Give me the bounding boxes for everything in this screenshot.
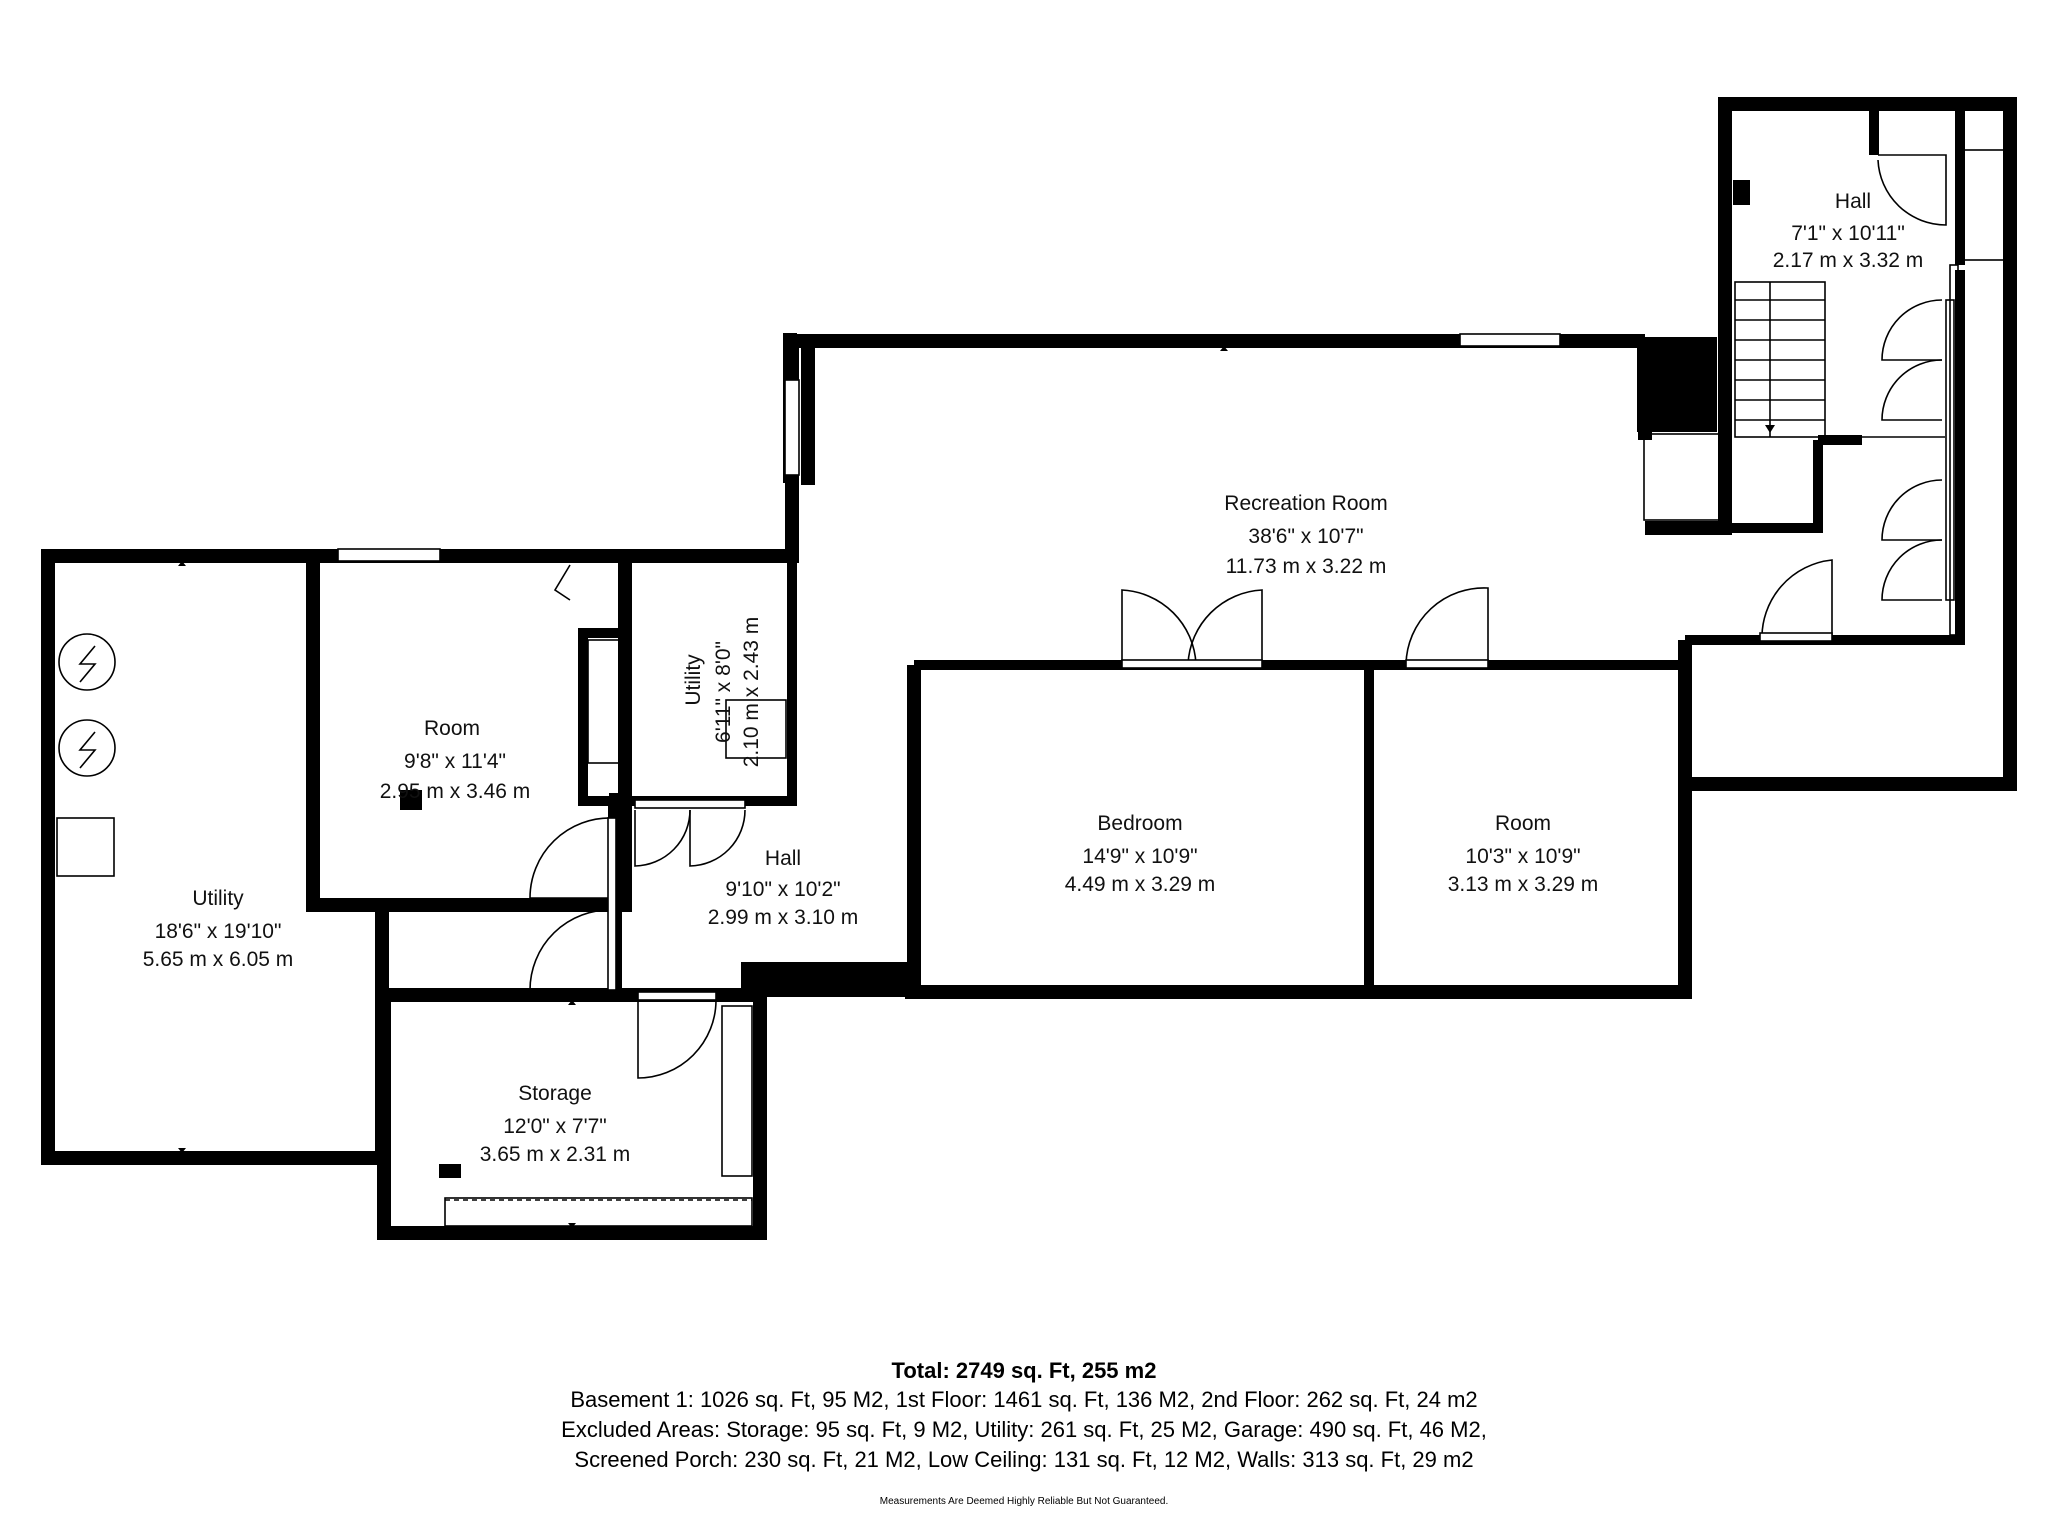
room-metric: 3.13 m x 3.29 m xyxy=(1448,873,1599,896)
room-name: Room xyxy=(424,717,480,740)
room-name: Utility xyxy=(682,654,705,706)
room-name: Recreation Room xyxy=(1224,492,1387,515)
dimension-ticks xyxy=(178,346,1532,1228)
room-metric: 2.99 m x 3.10 m xyxy=(708,906,859,929)
room-metric: 2.10 m x 2.43 m xyxy=(740,617,763,768)
room-label-hall-mid: Hall 9'10" x 10'2" 2.99 m x 3.10 m xyxy=(708,847,859,929)
disclaimer: Measurements Are Deemed Highly Reliable … xyxy=(879,1496,1169,1507)
room-metric: 3.65 m x 2.31 m xyxy=(480,1143,631,1166)
room-name: Utility xyxy=(192,887,244,910)
room-label-utility-large: Utility 18'6" x 19'10" 5.65 m x 6.05 m xyxy=(143,887,294,971)
room-name: Bedroom xyxy=(1097,812,1182,835)
total-area: Total: 2749 sq. Ft, 255 m2 xyxy=(891,1358,1157,1383)
room-imperial: 6'11" x 8'0" xyxy=(712,641,735,743)
room-label-utility-small: Utility 6'11" x 8'0" 2.10 m x 2.43 m xyxy=(682,617,763,768)
room-name: Room xyxy=(1495,812,1551,835)
furnace-icon xyxy=(58,719,116,777)
room-metric: 4.49 m x 3.29 m xyxy=(1065,873,1216,896)
excluded-areas: Excluded Areas: Storage: 95 sq. Ft, 9 M2… xyxy=(561,1417,1487,1442)
doors xyxy=(529,154,1955,1079)
room-name: Storage xyxy=(518,1082,592,1105)
room-name: Hall xyxy=(765,847,801,870)
room-label-storage: Storage 12'0" x 7'7" 3.65 m x 2.31 m xyxy=(480,1082,631,1166)
room-imperial: 14'9" x 10'9" xyxy=(1082,845,1197,868)
room-label-hall-top: Hall 7'1" x 10'11" 2.17 m x 3.32 m xyxy=(1773,190,1924,272)
room-imperial: 38'6" x 10'7" xyxy=(1248,525,1363,548)
room-label-room-right: Room 10'3" x 10'9" 3.13 m x 3.29 m xyxy=(1448,812,1599,896)
room-imperial: 12'0" x 7'7" xyxy=(503,1115,607,1138)
room-name: Hall xyxy=(1835,190,1871,213)
room-imperial: 9'10" x 10'2" xyxy=(725,878,840,901)
room-imperial: 18'6" x 19'10" xyxy=(155,920,282,943)
walls xyxy=(41,97,2017,1240)
room-imperial: 10'3" x 10'9" xyxy=(1465,845,1580,868)
room-metric: 2.17 m x 3.32 m xyxy=(1773,249,1924,272)
floor-areas: Basement 1: 1026 sq. Ft, 95 M2, 1st Floo… xyxy=(570,1387,1478,1412)
fixtures xyxy=(56,149,2005,1227)
room-metric: 11.73 m x 3.22 m xyxy=(1226,555,1387,578)
room-imperial: 7'1" x 10'11" xyxy=(1791,222,1905,245)
room-label-bedroom: Bedroom 14'9" x 10'9" 4.49 m x 3.29 m xyxy=(1065,812,1216,896)
water-heater-icon xyxy=(58,633,116,691)
room-metric: 2.95 m x 3.46 m xyxy=(380,780,531,803)
room-metric: 5.65 m x 6.05 m xyxy=(143,948,294,971)
stairs xyxy=(1734,281,1826,438)
room-label-room-left: Room 9'8" x 11'4" 2.95 m x 3.46 m xyxy=(380,717,531,803)
room-label-recreation: Recreation Room 38'6" x 10'7" 11.73 m x … xyxy=(1224,492,1387,578)
solid-blocks xyxy=(400,180,1750,1178)
windows xyxy=(337,333,1561,562)
room-imperial: 9'8" x 11'4" xyxy=(404,750,506,773)
excluded-areas-continued: Screened Porch: 230 sq. Ft, 21 M2, Low C… xyxy=(574,1447,1474,1472)
